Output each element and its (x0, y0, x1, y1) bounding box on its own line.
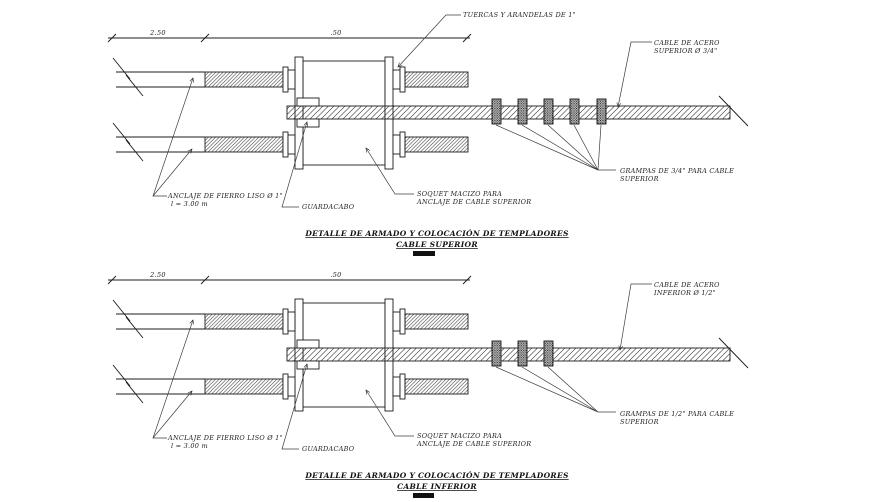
templador-assembly-inferior (112, 298, 749, 412)
label-soquet-2: ANCLAJE DE CABLE SUPERIOR (416, 198, 531, 206)
label-anclaje-1: ANCLAJE DE FIERRO LISO Ø 1" (167, 434, 283, 442)
title-superior-line2: CABLE SUPERIOR (396, 240, 478, 249)
drawing-cable-inferior: 2.50 .50 CABLE DE ACERO INFERIOR Ø 1/2" … (107, 271, 749, 498)
clamp (543, 98, 554, 125)
cable-clamps-superior (491, 98, 607, 125)
label-grampas-1: GRAMPAS DE 3/4" PARA CABLE (620, 167, 734, 175)
label-tuercas: TUERCAS Y ARANDELAS DE 1" (463, 11, 576, 19)
label-anclaje-1: ANCLAJE DE FIERRO LISO Ø 1" (167, 192, 283, 200)
dim-left-value: 2.50 (149, 271, 166, 279)
dim-right-value: .50 (330, 271, 341, 279)
label-guardacabo: GUARDACABO (302, 203, 355, 211)
leader-soquet (366, 390, 414, 437)
title-scale-bar (413, 251, 435, 256)
leader-tuercas (398, 14, 461, 67)
dim-left-value: 2.50 (149, 29, 166, 37)
title-inferior-line1: DETALLE DE ARMADO Y COLOCACIÓN DE TEMPLA… (304, 471, 569, 480)
leader-anclaje-bottom (152, 391, 192, 439)
leader-cable-acero (618, 41, 652, 107)
clamp (491, 98, 502, 125)
title-superior-line1: DETALLE DE ARMADO Y COLOCACIÓN DE TEMPLA… (304, 229, 569, 238)
title-scale-bar (413, 493, 434, 498)
clamp (569, 98, 580, 125)
label-cable-acero-1: CABLE DE ACERO (654, 39, 720, 47)
label-soquet-1: SOQUET MACIZO PARA (417, 432, 502, 440)
leader-cable-acero (620, 283, 652, 350)
label-grampas-2: SUPERIOR (620, 418, 659, 426)
leader-guardacabo (281, 122, 307, 208)
label-cable-acero-2: SUPERIOR Ø 3/4" (654, 47, 717, 55)
clamp (543, 340, 554, 367)
label-guardacabo: GUARDACABO (302, 445, 355, 453)
label-grampas-2: SUPERIOR (620, 175, 659, 183)
leader-guardacabo (281, 364, 307, 450)
label-anclaje-2: l = 3.00 m (171, 442, 208, 450)
label-soquet-2: ANCLAJE DE CABLE SUPERIOR (416, 440, 531, 448)
clamp (491, 340, 502, 367)
label-cable-acero-2: INFERIOR Ø 1/2" (653, 289, 716, 297)
leader-soquet (366, 148, 414, 195)
leader-grampas (495, 366, 616, 413)
drawing-cable-superior: 2.50 .50 TUERCAS Y ARANDELAS DE 1" CABLE… (107, 11, 749, 256)
label-cable-acero-1: CABLE DE ACERO (654, 281, 720, 289)
label-grampas-1: GRAMPAS DE 1/2" PARA CABLE (620, 410, 734, 418)
clamp (596, 98, 607, 125)
clamp (517, 340, 528, 367)
label-soquet-1: SOQUET MACIZO PARA (417, 190, 502, 198)
leader-grampas (495, 124, 616, 171)
title-inferior-line2: CABLE INFERIOR (397, 482, 477, 491)
label-anclaje-2: l = 3.00 m (171, 200, 208, 208)
clamp (517, 98, 528, 125)
cable-clamps-inferior (491, 340, 554, 367)
dim-right-value: .50 (330, 29, 341, 37)
templador-assembly-superior (112, 56, 749, 170)
leader-anclaje-bottom (152, 149, 192, 197)
